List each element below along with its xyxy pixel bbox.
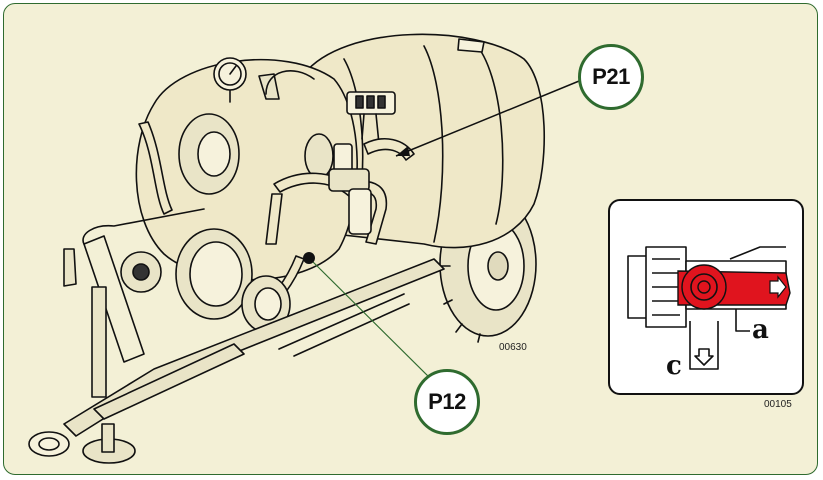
- control-box: [346, 91, 396, 145]
- front-tank: [135, 58, 358, 281]
- diagram-frame: 00630 P21 P12: [3, 3, 818, 475]
- pump: [120, 228, 291, 333]
- callout-p12-label: P12: [428, 389, 466, 414]
- pressure-gauge: [213, 57, 247, 103]
- inset-label-c: c: [666, 351, 682, 381]
- valve-detail-inset: a c: [608, 199, 804, 395]
- jack-stand: [28, 248, 136, 464]
- filler-cap: [258, 73, 280, 100]
- callout-p21: P21: [578, 44, 644, 110]
- chassis: [63, 208, 445, 437]
- sprayer-illustration: [28, 33, 585, 464]
- main-drawing-code: 00630: [499, 342, 527, 353]
- callout-p12: P12: [414, 369, 480, 435]
- valve-detail-drawing: [627, 246, 791, 370]
- inset-drawing-code: 00105: [764, 399, 792, 410]
- callout-p21-label: P21: [592, 64, 630, 89]
- direction-arrow-a: [769, 275, 787, 299]
- inset-label-a: a: [752, 315, 769, 345]
- filter-assembly: [328, 143, 372, 235]
- callout-leaders: [303, 78, 585, 383]
- hoses: [265, 70, 315, 95]
